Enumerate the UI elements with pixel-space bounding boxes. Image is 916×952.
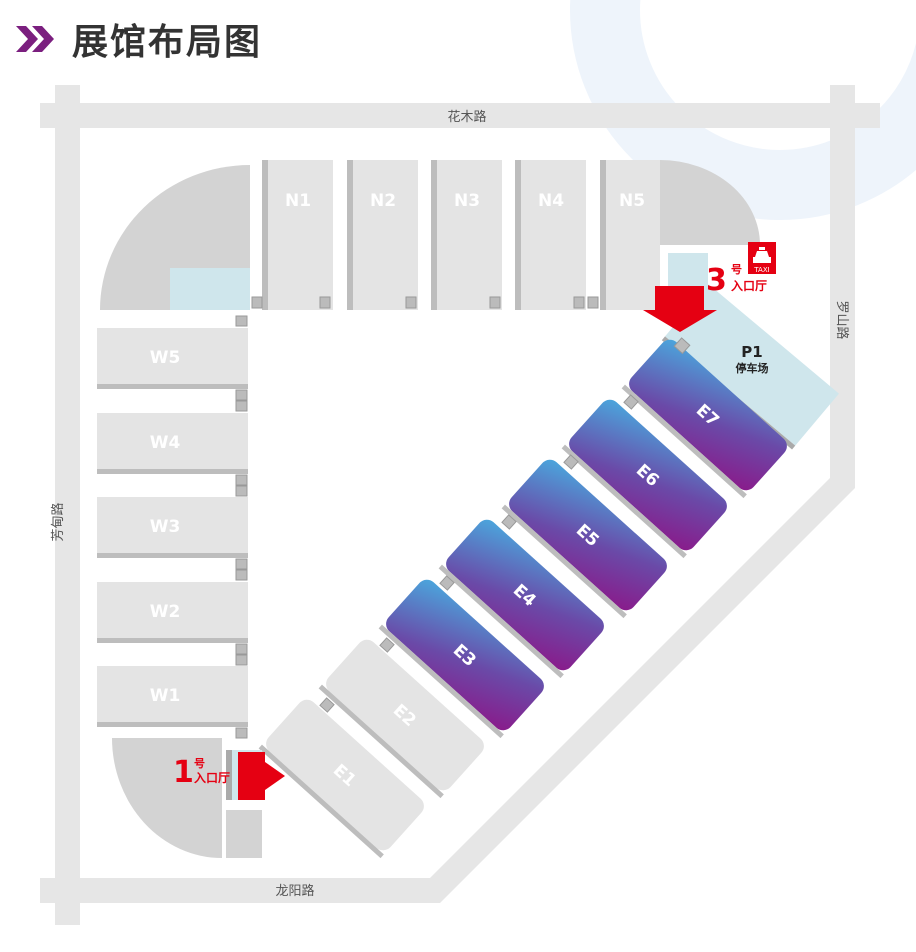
entrance-1-label: 入口厅 xyxy=(194,771,230,785)
hall-e6[interactable] xyxy=(565,396,731,555)
entrance-1-number: 1 xyxy=(173,755,194,790)
entrance-1-hao: 号 xyxy=(194,757,205,770)
road-left xyxy=(55,85,80,925)
background-decoration xyxy=(570,0,916,220)
hall-n3[interactable] xyxy=(437,160,502,310)
hall-e7[interactable] xyxy=(625,336,791,495)
road-label-bottom: 龙阳路 xyxy=(275,883,314,899)
hall-label: N2 xyxy=(370,191,396,211)
hall-w1[interactable] xyxy=(97,666,248,722)
road-label-top: 花木路 xyxy=(447,109,486,125)
hall-e2[interactable] xyxy=(322,636,488,795)
hall-n4[interactable] xyxy=(521,160,586,310)
north-halls: N1 N2 N3 N4 N5 xyxy=(251,160,660,310)
double-chevron-right-icon xyxy=(16,26,54,52)
hall-e3[interactable] xyxy=(382,576,548,735)
hall-label: N3 xyxy=(454,191,480,211)
hall-n1[interactable] xyxy=(268,160,333,310)
hall-label: W3 xyxy=(150,517,181,537)
annex-southwest xyxy=(226,810,262,858)
hall-w4[interactable] xyxy=(97,413,248,469)
road-label-left: 芳甸路 xyxy=(50,502,66,541)
entrance-3-hao: 号 xyxy=(731,263,742,276)
hall-label: W5 xyxy=(150,348,181,368)
entrance-3-arrow-icon xyxy=(643,286,717,332)
parking-label: 停车场 xyxy=(736,361,769,375)
parking-name: P1 xyxy=(741,343,762,361)
taxi-icon: TAXI xyxy=(748,242,776,274)
hall-e5[interactable] xyxy=(505,456,671,615)
hall-label: N4 xyxy=(538,191,564,211)
entrance-3-number: 3 xyxy=(706,263,727,298)
hall-w2[interactable] xyxy=(97,582,248,638)
plaza-southwest xyxy=(112,738,222,858)
hall-label: W4 xyxy=(150,433,181,453)
page-header: 展馆布局图 xyxy=(14,14,262,64)
hall-label: W1 xyxy=(150,686,181,706)
hall-label: N5 xyxy=(619,191,645,211)
east-halls: E1 E2 E3 E4 E5 E6 E7 xyxy=(258,336,791,859)
road-top xyxy=(40,103,880,128)
hall-w5[interactable] xyxy=(97,328,248,384)
plaza-northeast xyxy=(660,160,760,245)
hall-w3[interactable] xyxy=(97,497,248,553)
hall-n2[interactable] xyxy=(353,160,418,310)
entrance-3-label: 入口厅 xyxy=(731,279,767,293)
hall-label: W2 xyxy=(150,602,181,622)
hall-label: N1 xyxy=(285,191,311,211)
hall-n5[interactable] xyxy=(606,160,660,310)
entrance-1-arrow-icon xyxy=(238,752,285,800)
hall-e1[interactable] xyxy=(262,696,428,855)
hall-e4[interactable] xyxy=(442,516,608,675)
page-title: 展馆布局图 xyxy=(72,22,263,63)
taxi-label: TAXI xyxy=(753,266,769,274)
west-halls: W5 W4 W3 W2 W1 xyxy=(97,315,248,739)
annex-northwest xyxy=(170,268,250,310)
road-label-right: 罗山路 xyxy=(834,300,850,339)
